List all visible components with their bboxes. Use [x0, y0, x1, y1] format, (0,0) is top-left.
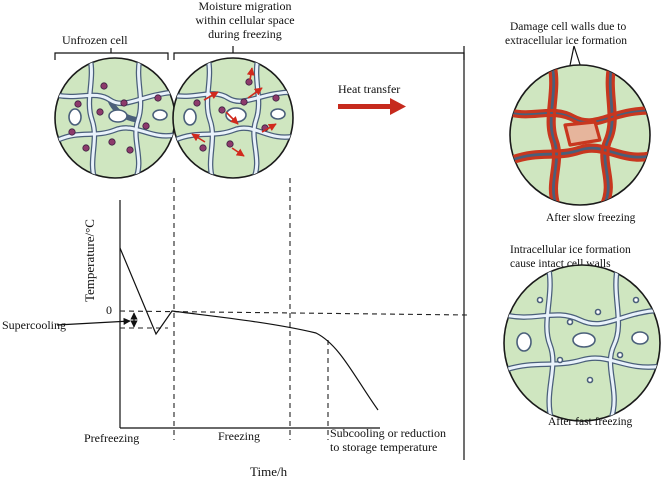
subcooling-label-line1: Subcooling or reduction	[330, 426, 446, 440]
unfrozen-cell-label: Unfrozen cell	[62, 33, 128, 47]
after-fast-freezing-label: After fast freezing	[548, 416, 633, 428]
freezing-label: Freezing	[218, 429, 260, 443]
moisture-label-line1: Moisture migration	[199, 0, 292, 13]
zero-tick-label: 0	[106, 303, 112, 317]
moisture-label-line3: during freezing	[208, 27, 282, 41]
freezing-bracket	[173, 52, 465, 60]
heat-transfer-label: Heat transfer	[338, 82, 400, 96]
damage-label-line1: Damage cell walls due to	[510, 21, 626, 33]
slow-freezing-cell-illustration	[509, 64, 651, 206]
unfrozen-cell-illustration	[54, 57, 176, 179]
y-axis-label: Temperature/°C	[82, 219, 97, 302]
prefreezing-label: Prefreezing	[84, 431, 139, 445]
supercooling-label: Supercooling	[2, 318, 66, 332]
x-axis-label: Time/h	[250, 464, 288, 479]
after-slow-freezing-label: After slow freezing	[546, 212, 636, 224]
damage-label-line2: extracellular ice formation	[505, 35, 627, 47]
supercooling-pointer	[56, 317, 131, 326]
intracellular-label-line1: Intracellular ice formation	[510, 244, 631, 256]
fast-freezing-cell-illustration	[503, 264, 661, 422]
migration-cell-illustration	[172, 57, 294, 179]
subcooling-label-line2: to storage temperature	[330, 440, 437, 454]
moisture-label-line2: within cellular space	[195, 13, 294, 27]
heat-transfer-arrow	[338, 98, 406, 115]
freezing-curve	[119, 247, 379, 411]
